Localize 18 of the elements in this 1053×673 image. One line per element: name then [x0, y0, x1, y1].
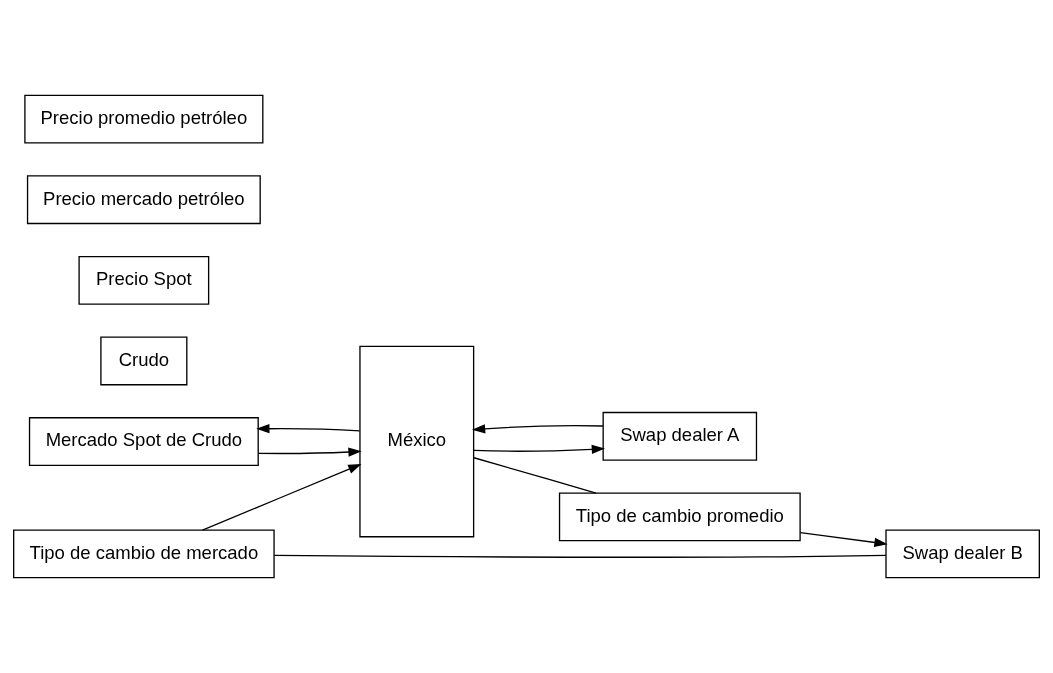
arrow — [472, 424, 604, 434]
arrow — [256, 424, 361, 434]
node-box: Swap dealer A — [602, 411, 758, 461]
node-box: Precio promedio petróleo — [24, 94, 264, 144]
node-box: Precio mercado petróleo — [26, 175, 261, 225]
node-box: México — [359, 345, 475, 538]
node-box: Tipo de cambio de mercado — [13, 529, 275, 579]
arrow — [201, 464, 362, 531]
arrow — [799, 532, 888, 548]
node-box: Mercado Spot de Crudo — [28, 417, 259, 467]
arrow — [473, 444, 605, 454]
node-box: Crudo — [100, 336, 188, 386]
node-box: Tipo de cambio promedio — [558, 492, 801, 542]
arrow — [257, 447, 362, 457]
node-box: Precio Spot — [78, 255, 210, 305]
connector — [273, 554, 887, 558]
node-box: Swap dealer B — [885, 529, 1040, 579]
connector — [473, 457, 597, 494]
